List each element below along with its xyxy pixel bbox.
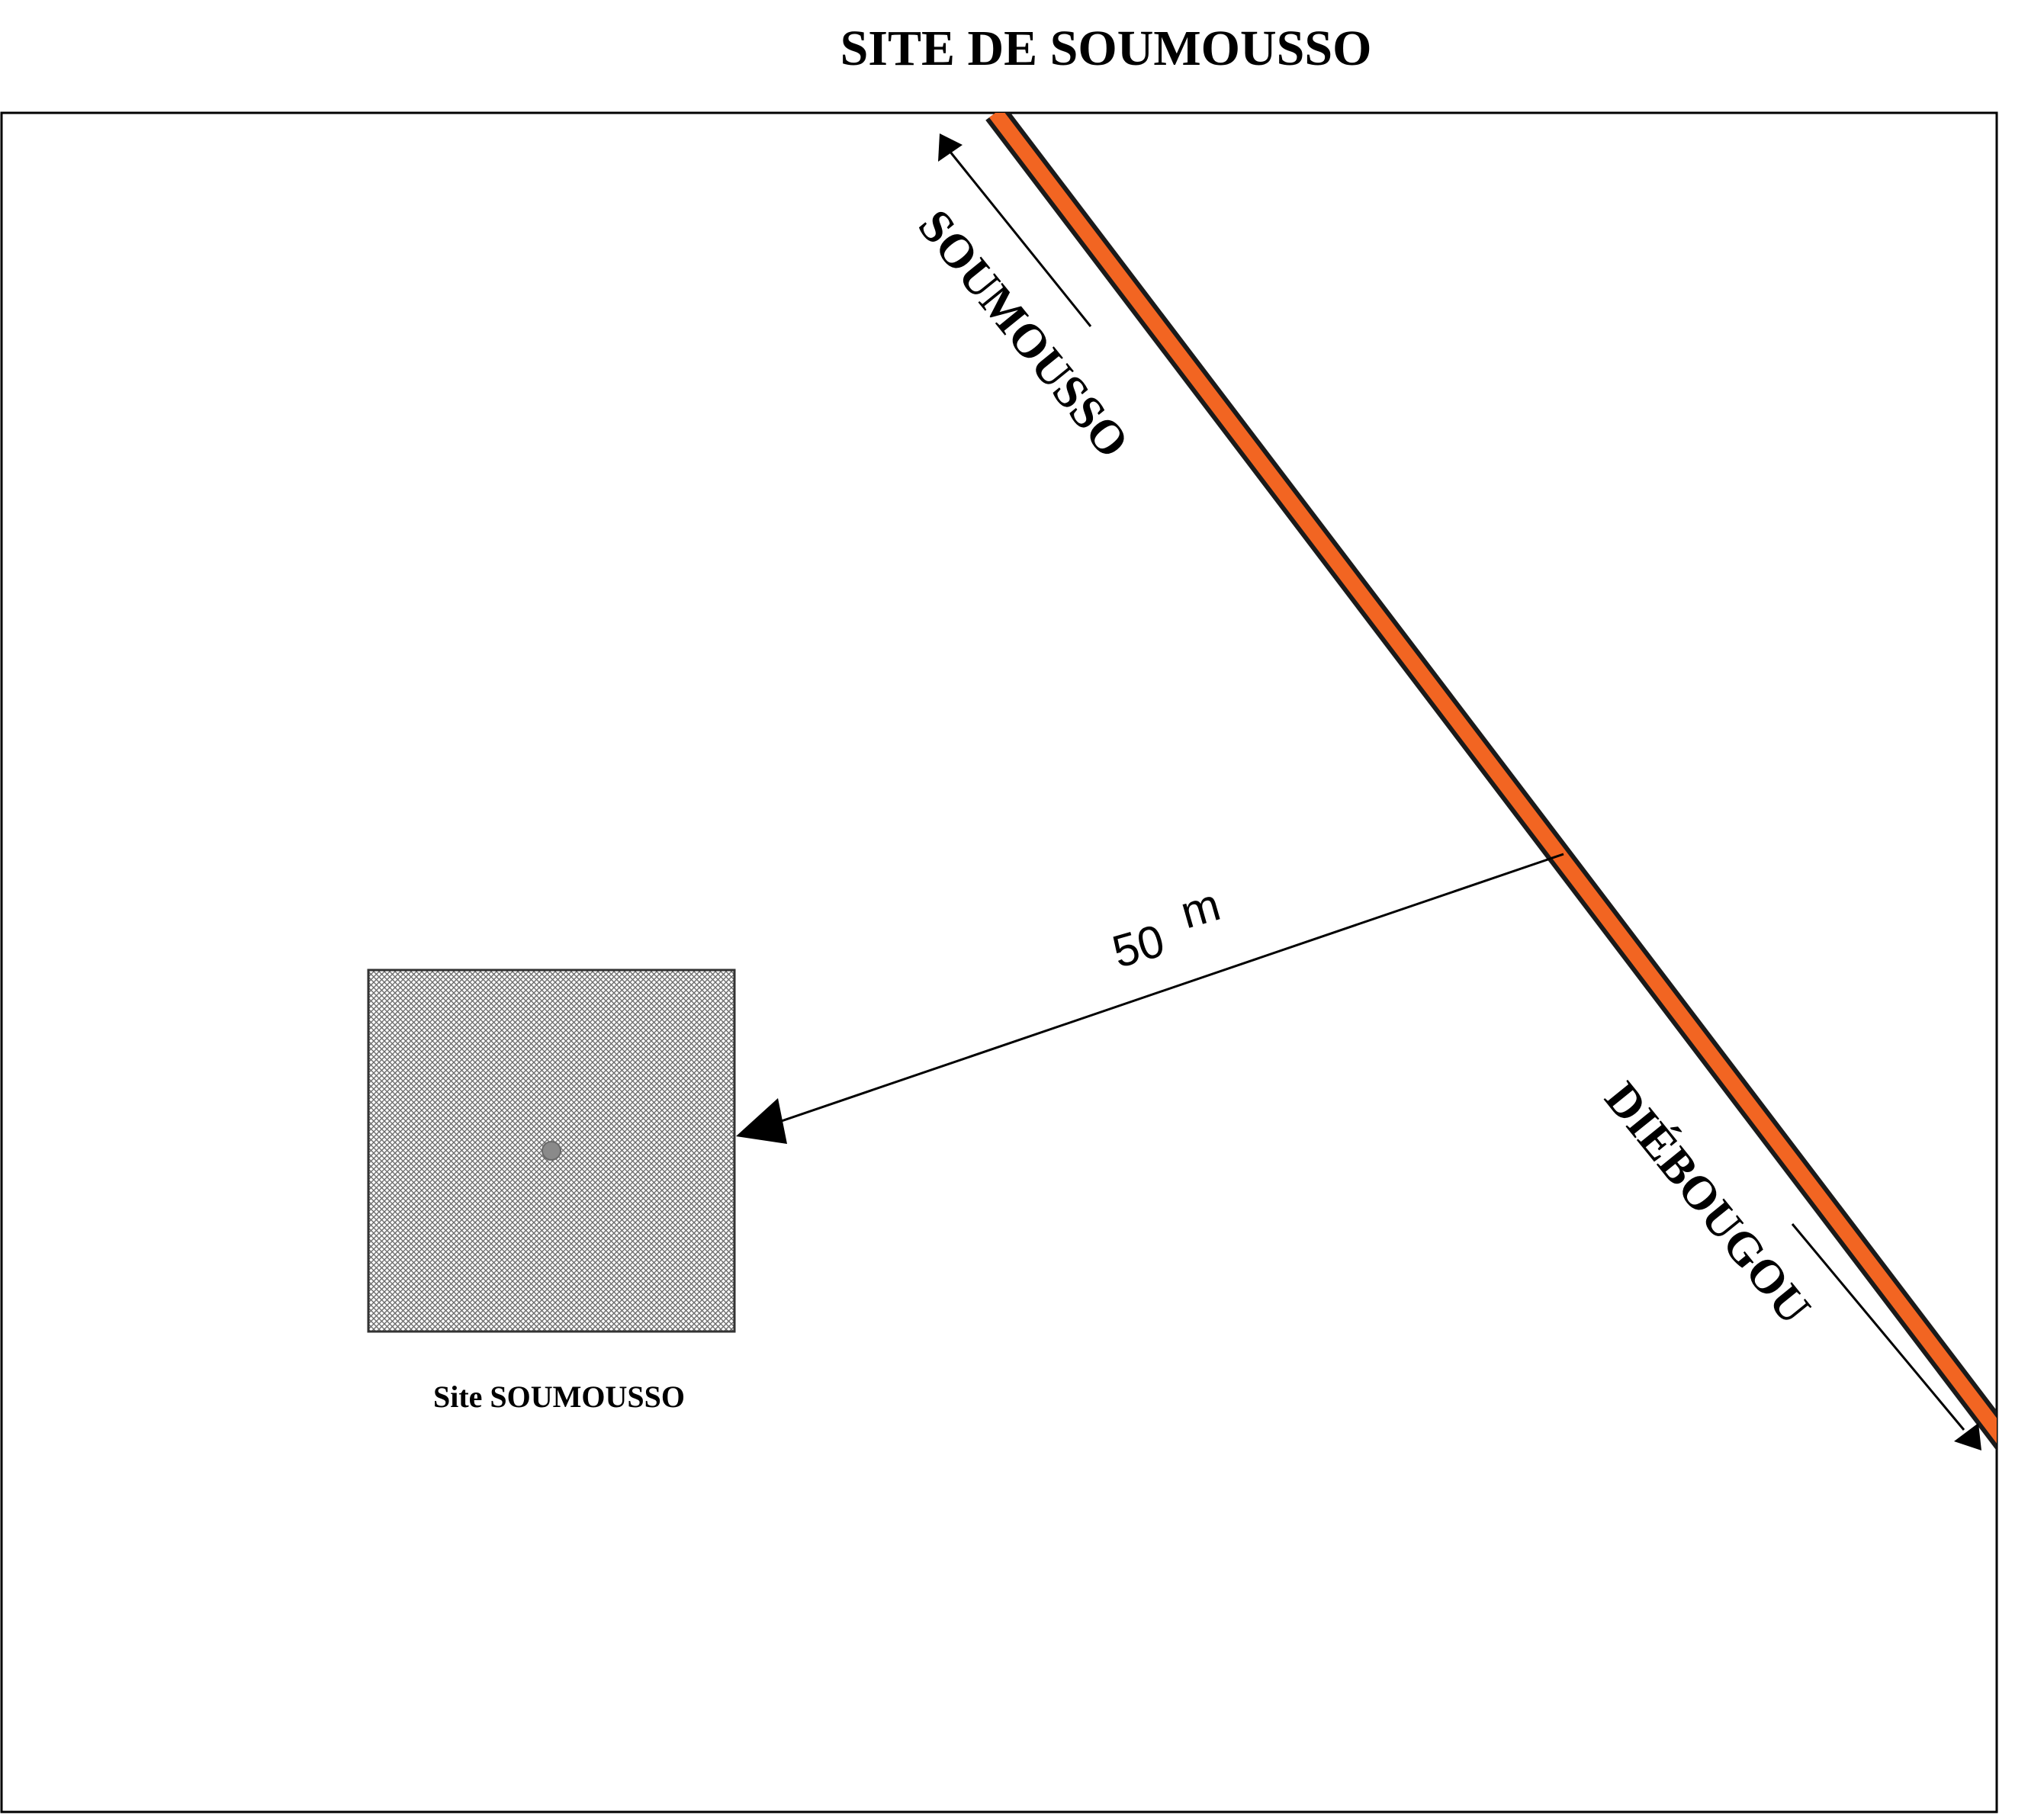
direction-label-diebougou: DIÉBOUGOU — [1595, 1073, 1821, 1335]
arrowhead-icon — [938, 133, 963, 162]
arrow-to-diebougou — [1791, 1223, 1981, 1450]
arrow-to-soumousso — [938, 133, 1092, 327]
distance-label: 50 m — [1107, 879, 1226, 978]
map-title: SITE DE SOUMOUSSO — [840, 21, 1372, 76]
road — [985, 113, 1997, 1451]
arrowhead-icon — [1954, 1423, 1981, 1450]
map-frame — [0, 111, 1998, 1813]
site-center-marker — [542, 1141, 561, 1161]
site-label: Site SOUMOUSSO — [433, 1380, 685, 1414]
distance-arrow — [736, 853, 1564, 1144]
distance-unit: m — [1175, 879, 1226, 938]
road-surface — [989, 113, 1997, 1444]
arrowhead-icon — [736, 1098, 787, 1144]
distance-value: 50 — [1107, 914, 1170, 978]
